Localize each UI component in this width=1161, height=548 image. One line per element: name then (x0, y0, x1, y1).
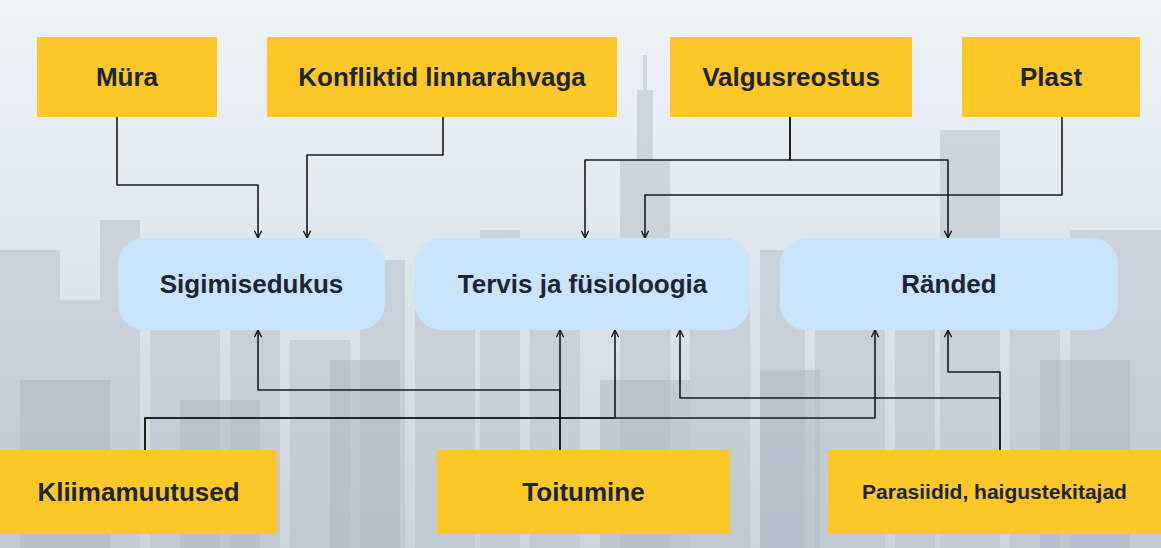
arrow-connector (307, 117, 443, 238)
box-label: Parasiidid, haigustekitajad (862, 480, 1127, 504)
box-label: Tervis ja füsioloogia (458, 269, 707, 300)
box-label: Kliimamuutused (37, 477, 239, 508)
box-label: Müra (96, 62, 158, 93)
arrow-connector (585, 117, 790, 238)
skyline (0, 55, 1161, 548)
arrow-connector (258, 330, 560, 450)
box-label: Sigimisedukus (160, 269, 344, 300)
box-label: Plast (1020, 62, 1082, 93)
factor-box: Valgusreostus (670, 37, 912, 117)
factor-box: Kliimamuutused (0, 450, 277, 534)
arrow-connector (645, 117, 1062, 238)
effect-box: Tervis ja füsioloogia (415, 238, 750, 330)
factor-box: Parasiidid, haigustekitajad (828, 450, 1161, 534)
box-label: Ränded (901, 269, 996, 300)
box-label: Konfliktid linnarahvaga (298, 62, 586, 93)
arrow-connector (948, 330, 1000, 450)
effect-box: Ränded (780, 238, 1118, 330)
arrow-connector (559, 330, 561, 450)
effect-box: Sigimisedukus (118, 238, 385, 330)
box-label: Valgusreostus (702, 62, 880, 93)
factor-box: Konfliktid linnarahvaga (267, 37, 617, 117)
arrow-connector (145, 330, 875, 450)
arrow-connector (790, 117, 948, 238)
factor-box: Toitumine (437, 450, 730, 534)
factor-box: Plast (962, 37, 1140, 117)
factor-box: Müra (37, 37, 217, 117)
arrow-connector (680, 330, 1000, 450)
arrow-connector (145, 330, 615, 450)
box-label: Toitumine (522, 477, 644, 508)
arrow-connector (117, 117, 258, 238)
